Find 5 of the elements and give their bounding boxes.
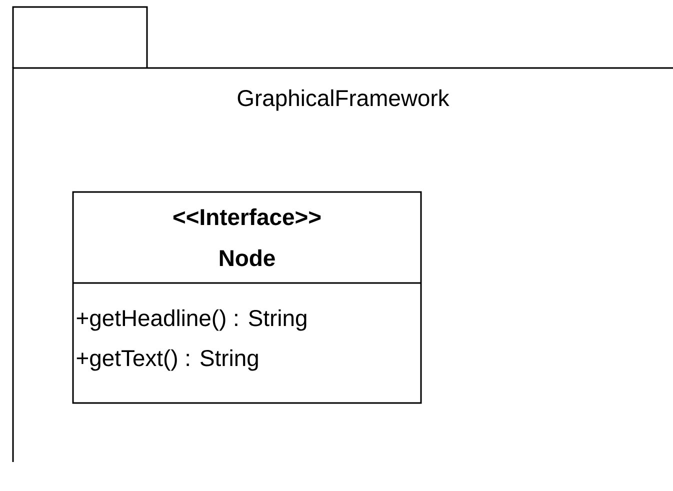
- method-label: +getHeadline() : String: [76, 309, 306, 331]
- method-label: +getText() : String: [76, 349, 258, 371]
- package-name: GraphicalFramework: [238, 89, 450, 111]
- stereotype-label: <<Interface>>: [173, 208, 321, 226]
- class-name: Node: [220, 249, 275, 266]
